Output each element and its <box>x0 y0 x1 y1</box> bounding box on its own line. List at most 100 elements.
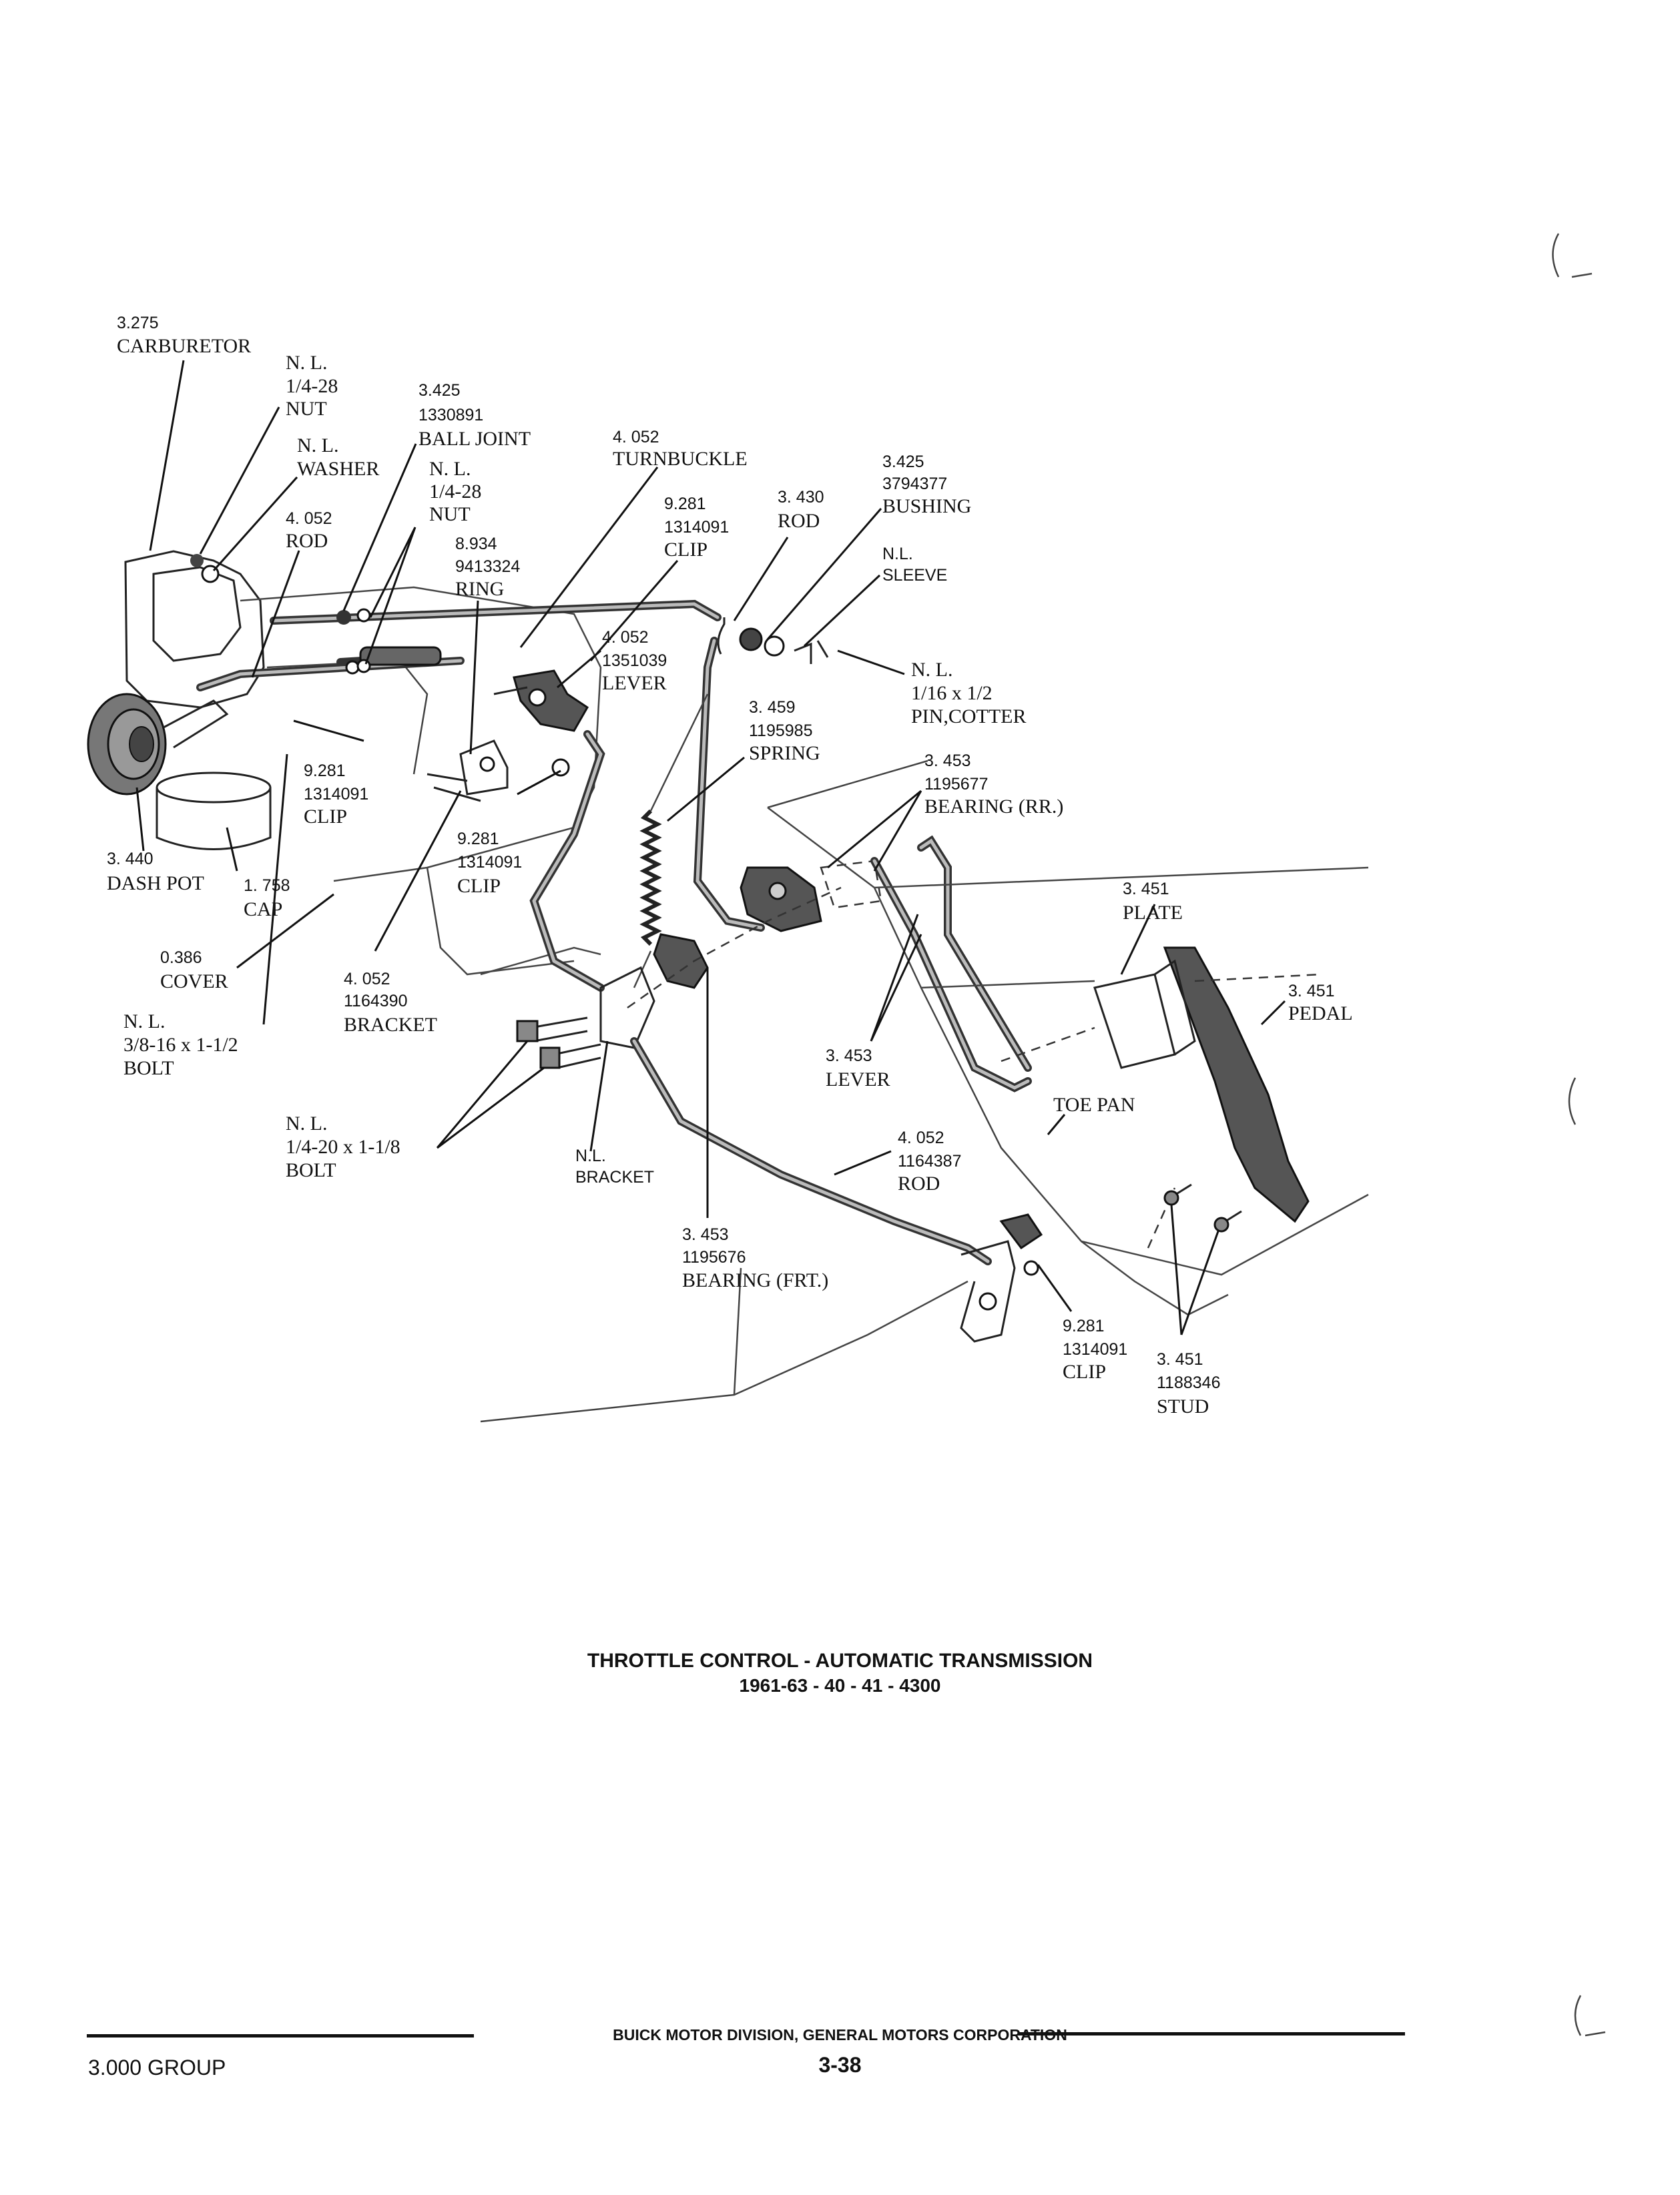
lever-lower-number: 3. 453 <box>826 1046 872 1065</box>
lower-rod-part <box>630 1037 1043 1343</box>
lower-lever-part <box>870 835 1032 1092</box>
clip-lower-name: CLIP <box>1063 1361 1106 1383</box>
bolt-14-size: 1/4-20 x 1-1/8 <box>286 1136 400 1158</box>
bushing-group <box>717 617 829 664</box>
stud-name: STUD <box>1157 1395 1209 1418</box>
air-cleaner-cap-part <box>156 771 272 850</box>
bracket-mid-part-no: 1164390 <box>344 992 407 1010</box>
clip-left-number: 9.281 <box>304 761 346 780</box>
rod-top-number: 3. 430 <box>778 488 824 507</box>
ring-number: 8.934 <box>455 535 497 553</box>
clip-lower-number: 9.281 <box>1063 1317 1105 1335</box>
bracket-mid-name: BRACKET <box>344 1014 437 1036</box>
lever-upper-name: LEVER <box>602 672 667 694</box>
clip-left-part-no: 1314091 <box>304 785 368 804</box>
rod-left-number: 4. 052 <box>286 509 332 528</box>
pedal-number: 3. 451 <box>1288 982 1335 1000</box>
ball-joint-part-no: 1330891 <box>418 406 483 424</box>
carburetor-label: CARBURETOR <box>117 335 251 357</box>
part-labels: 3.275 CARBURETOR N. L. 1/4-28 NUT 3.425 … <box>107 314 1353 1418</box>
toe-pan-and-floor <box>480 759 1369 1423</box>
nut-top-size: 1/4-28 <box>286 375 338 397</box>
bearing-rr-number: 3. 453 <box>924 751 971 770</box>
turnbuckle-name: TURNBUCKLE <box>613 448 748 470</box>
footer-rule-left <box>87 2034 474 2037</box>
spring-number: 3. 459 <box>749 698 796 717</box>
cover-number: 0.386 <box>160 948 202 967</box>
bolts-part <box>516 1016 601 1069</box>
pin-cotter-name: PIN,COTTER <box>911 705 1027 727</box>
studs-part <box>1163 1183 1242 1233</box>
bushing-part-no: 3794377 <box>882 475 947 493</box>
nut-top-name: NUT <box>286 398 327 420</box>
cap-name: CAP <box>244 898 282 920</box>
washer-label: N. L. <box>297 434 339 456</box>
upper-lever-part <box>493 669 589 732</box>
clip-top-number: 9.281 <box>664 495 706 513</box>
ball-joint-number: 3.425 <box>418 381 461 400</box>
footer-rule-right <box>1018 2032 1405 2035</box>
lever-upper-number: 4. 052 <box>602 628 649 647</box>
bolt-38-label: N. L. <box>123 1010 166 1032</box>
rod-lower-number: 4. 052 <box>898 1129 944 1147</box>
stud-number: 3. 451 <box>1157 1350 1203 1369</box>
dash-pot-name: DASH POT <box>107 872 204 894</box>
bolt-38-name: BOLT <box>123 1057 174 1079</box>
rod-left-name: ROD <box>286 530 328 552</box>
nut-mid-label: N. L. <box>429 458 471 480</box>
clip-left-name: CLIP <box>304 806 347 828</box>
dash-pot-number: 3. 440 <box>107 850 154 868</box>
sleeve-label: N.L. <box>882 545 913 563</box>
spring-name: SPRING <box>749 742 820 764</box>
dash-pot-part <box>87 693 229 796</box>
leader-lines <box>135 360 1286 1335</box>
nut-mid-size: 1/4-28 <box>429 481 481 503</box>
ring-part-no: 9413324 <box>455 557 520 576</box>
bearing-rr-name: BEARING (RR.) <box>924 796 1063 818</box>
turnbuckle-number: 4. 052 <box>613 428 659 446</box>
margin-marks <box>1552 233 1606 2037</box>
group-label: 3.000 GROUP <box>88 2056 226 2080</box>
sleeve-name: SLEEVE <box>882 566 947 585</box>
toe-pan-label: TOE PAN <box>1053 1094 1135 1116</box>
rod-lower-name: ROD <box>898 1173 940 1195</box>
bushing-name: BUSHING <box>882 495 971 517</box>
clip-top-name: CLIP <box>664 539 708 561</box>
diagram-subtitle: 1961-63 - 40 - 41 - 4300 <box>739 1675 941 1696</box>
rod-top-name: ROD <box>778 510 820 532</box>
ring-bracket-part <box>427 739 570 802</box>
clip-lower-part-no: 1314091 <box>1063 1340 1127 1359</box>
rod-lower-part-no: 1164387 <box>898 1152 961 1171</box>
diagram-title: THROTTLE CONTROL - AUTOMATIC TRANSMISSIO… <box>587 1650 1093 1672</box>
pedal-name: PEDAL <box>1288 1002 1353 1024</box>
bearing-rr-part <box>740 860 882 932</box>
bracket-mid-number: 4. 052 <box>344 970 390 988</box>
clip-center-number: 9.281 <box>457 830 499 848</box>
nut-mid-name: NUT <box>429 503 471 525</box>
upper-rods <box>190 554 722 691</box>
bearing-frt-part-no: 1195676 <box>682 1248 746 1267</box>
bolt-14-label: N. L. <box>286 1113 328 1135</box>
page-number: 3-38 <box>818 2053 862 2077</box>
stud-part-no: 1188346 <box>1157 1373 1220 1392</box>
bearing-frt-name: BEARING (FRT.) <box>682 1269 828 1291</box>
cap-number: 1. 758 <box>244 876 290 895</box>
bearing-rr-part-no: 1195677 <box>924 775 988 794</box>
ball-joint-name: BALL JOINT <box>418 428 531 450</box>
bracket-nl-label: N.L. <box>575 1147 606 1165</box>
ring-name: RING <box>455 578 504 600</box>
pin-cotter-label: N. L. <box>911 659 953 681</box>
lever-upper-part-no: 1351039 <box>602 651 667 670</box>
bolt-38-size: 3/8-16 x 1-1/2 <box>123 1034 238 1056</box>
plate-number: 3. 451 <box>1123 880 1169 898</box>
clip-top-part-no: 1314091 <box>664 518 729 537</box>
clip-center-name: CLIP <box>457 875 501 897</box>
spring-part-no: 1195985 <box>749 721 812 740</box>
lever-lower-name: LEVER <box>826 1068 890 1090</box>
pin-cotter-size: 1/16 x 1/2 <box>911 682 993 704</box>
publisher-line: BUICK MOTOR DIVISION, GENERAL MOTORS COR… <box>613 2026 1067 2044</box>
bracket-nl-name: BRACKET <box>575 1168 654 1187</box>
bushing-number: 3.425 <box>882 452 924 471</box>
bearing-frt-number: 3. 453 <box>682 1225 729 1244</box>
